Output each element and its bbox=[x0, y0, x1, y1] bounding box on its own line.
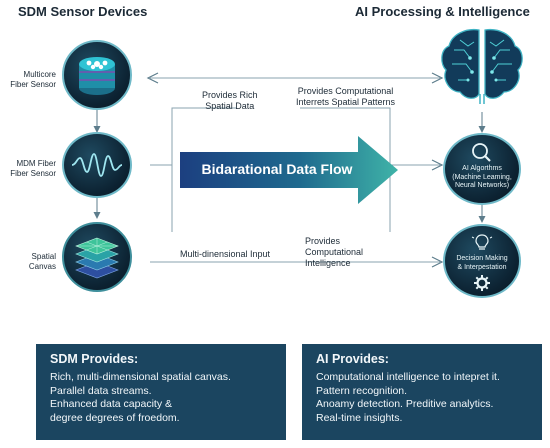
multicore-fiber-node bbox=[62, 40, 132, 110]
multicore-label-line2: Fiber Sensor bbox=[10, 80, 56, 89]
sdm-panel-item: Parallel data streams. bbox=[50, 384, 152, 397]
sdm-panel-title: SDM Provides: bbox=[50, 352, 139, 366]
mdm-label: MDM Fiber Fiber Sensor bbox=[4, 159, 56, 179]
sdm-panel-item: degree degrees of froedom. bbox=[50, 411, 180, 424]
waveform-icon bbox=[71, 153, 123, 177]
ai-algorithms-node: AI Algorthms (Machine Leaming, Neural Ne… bbox=[443, 133, 521, 205]
ai-panel-item: Real-time insights. bbox=[316, 411, 403, 424]
ai-algorithms-line3: Neural Networks) bbox=[454, 182, 510, 189]
canvas-label-line2: Canvas bbox=[28, 262, 56, 271]
right-heading: AI Processing & Intelligence bbox=[355, 4, 530, 19]
left-heading: SDM Sensor Devices bbox=[18, 4, 148, 19]
right-bracket-line bbox=[300, 107, 391, 232]
sdm-provides-panel: SDM Provides: Rich, multi-dimensional sp… bbox=[36, 344, 286, 440]
multicore-label: Multicore Fiber Sensor bbox=[4, 70, 56, 90]
computational-label: Provides Computational Interrets Spatial… bbox=[296, 86, 395, 108]
ai-panel-item: Pattern recognition. bbox=[316, 384, 408, 397]
mid-right-arrowhead bbox=[431, 159, 444, 171]
lightbulb-icon bbox=[471, 234, 493, 250]
computational-line2: Interrets Spatial Patterns bbox=[296, 97, 396, 107]
decision-line2: & Interpestation bbox=[457, 263, 507, 271]
left-bracket-line bbox=[171, 107, 236, 232]
intelligence-line1: Provides bbox=[305, 236, 341, 246]
gear-icon bbox=[474, 275, 490, 291]
spatial-canvas-node bbox=[62, 222, 132, 292]
sdm-panel-item: Rich, multi-dimensional spatial canvas. bbox=[50, 371, 231, 383]
top-connector-arrowhead-right bbox=[431, 72, 444, 84]
mdm-label-line1: MDM Fiber bbox=[16, 159, 56, 168]
intelligence-line3: Intelligence bbox=[305, 258, 351, 268]
bottom-connector-arrowhead bbox=[431, 256, 444, 268]
ai-algorithms-line2: (Machine Leaming, bbox=[452, 173, 512, 181]
ai-panel-item: Computational intelligence to intepret i… bbox=[316, 371, 500, 383]
ai-provides-panel: AI Provides: Computational intelligence … bbox=[302, 344, 542, 440]
intelligence-label: Provides Computational Intelligence bbox=[305, 236, 363, 269]
ai-panel-title: AI Provides: bbox=[316, 352, 389, 366]
intelligence-line2: Computational bbox=[305, 247, 364, 257]
rich-data-line1: Provides Rich bbox=[202, 90, 258, 100]
mdm-label-line2: Fiber Sensor bbox=[10, 169, 56, 178]
bidirectional-arrow-shape bbox=[180, 136, 398, 204]
sdm-panel-item: Enhanced data capacity & bbox=[50, 398, 173, 410]
magnifier-icon bbox=[472, 143, 491, 162]
multi-input-label: Multi-dinensional Input bbox=[180, 249, 271, 259]
top-connector-arrowhead-left bbox=[146, 72, 159, 84]
arrow-label: Bidarational Data Flow bbox=[201, 161, 353, 177]
computational-line1: Provides Computational bbox=[297, 86, 394, 96]
mdm-fiber-node bbox=[62, 132, 132, 198]
layered-grid-icon bbox=[75, 237, 119, 279]
canvas-label-line1: Spatial bbox=[31, 252, 56, 261]
multicore-label-line1: Multicore bbox=[23, 70, 56, 79]
rich-data-line2: Spatial Data bbox=[205, 101, 255, 111]
ai-algorithms-line1: AI Algorthms bbox=[462, 165, 502, 172]
decision-node: Decision Making & Interpestation bbox=[443, 224, 521, 298]
brain-circuit-icon bbox=[441, 28, 523, 104]
rich-data-label: Provides Rich Spatial Data bbox=[202, 90, 258, 112]
decision-line1: Decision Making bbox=[456, 255, 508, 262]
ai-panel-item: Anoamy detection. Preditive analytics. bbox=[316, 398, 494, 410]
multicore-fiber-icon bbox=[79, 57, 115, 95]
canvas-label: Spatial Canvas bbox=[4, 252, 56, 272]
